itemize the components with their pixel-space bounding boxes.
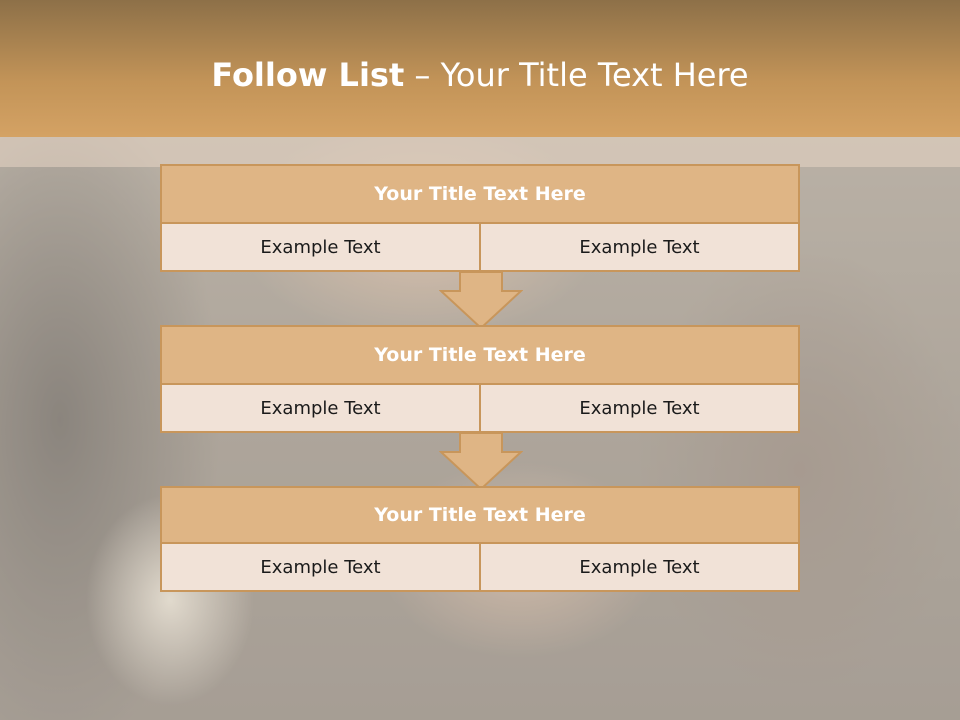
step-title-2: Your Title Text Here <box>162 327 798 385</box>
step-box-1: Your Title Text Here Example Text Exampl… <box>160 164 800 272</box>
step-row-3: Example Text Example Text <box>162 544 798 590</box>
title-band-shadow <box>0 137 960 167</box>
step-row-1: Example Text Example Text <box>162 224 798 270</box>
down-arrow-icon-2 <box>439 432 523 490</box>
step-2-left-text: Example Text <box>260 397 381 419</box>
slide-title-rest: – Your Title Text Here <box>404 56 749 94</box>
slide-title-bold: Follow List <box>211 56 405 94</box>
down-arrow-icon-1 <box>439 271 523 329</box>
step-title-3: Your Title Text Here <box>162 488 798 544</box>
step-box-2: Your Title Text Here Example Text Exampl… <box>160 325 800 433</box>
step-title-1: Your Title Text Here <box>162 166 798 224</box>
title-band <box>0 0 960 137</box>
step-3-left-text: Example Text <box>260 556 381 578</box>
step-1-right-text: Example Text <box>479 224 798 270</box>
step-row-2: Example Text Example Text <box>162 385 798 431</box>
step-2-right-text: Example Text <box>479 385 798 431</box>
slide-title: Follow List – Your Title Text Here <box>0 56 960 94</box>
step-1-left-text: Example Text <box>260 236 381 258</box>
step-box-3: Your Title Text Here Example Text Exampl… <box>160 486 800 592</box>
step-3-right-text: Example Text <box>479 544 798 590</box>
